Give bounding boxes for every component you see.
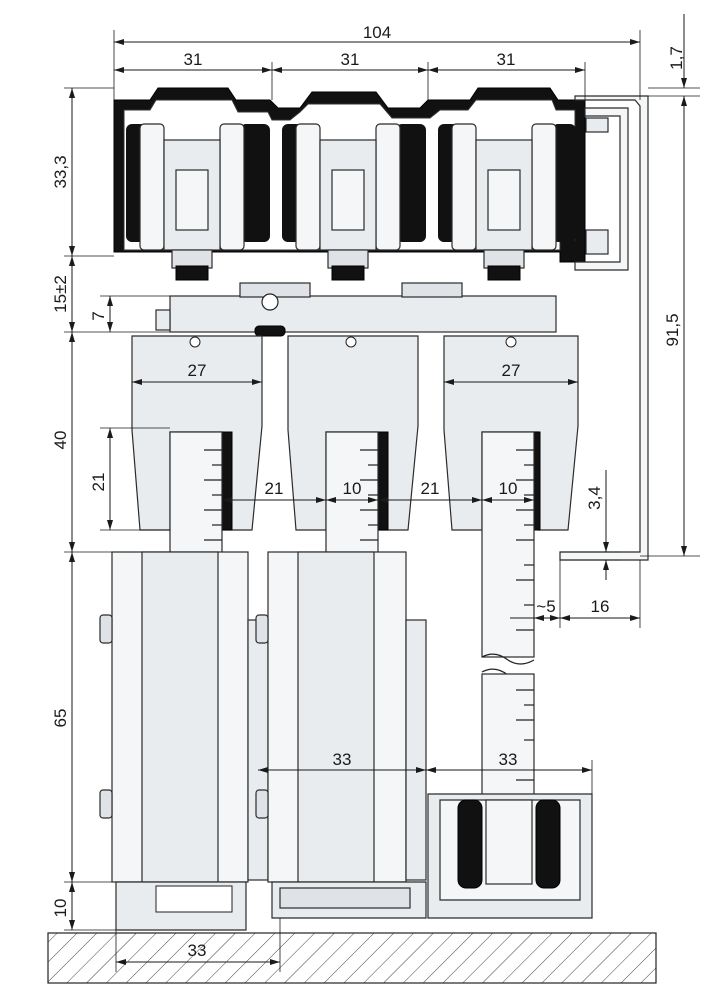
dim-hanger-inner: 21 (89, 473, 108, 492)
dim-module-3: 31 (497, 50, 516, 69)
floor-guide-3 (427, 793, 593, 919)
floor-guide-2 (271, 881, 427, 919)
dim-slot-2: 10 (499, 479, 518, 498)
dim-base-height: 10 (51, 899, 70, 918)
dim-bracket: 7 (89, 311, 108, 320)
door-profile-2 (255, 551, 427, 883)
dim-module-2: 31 (341, 50, 360, 69)
floor-guide-1 (115, 881, 247, 931)
side-profile (559, 95, 649, 561)
floor (47, 932, 657, 984)
dim-door-width-2: 33 (499, 750, 518, 769)
dim-gap: 15±2 (51, 275, 70, 313)
dim-approx-clear: ~5 (536, 597, 555, 616)
door-profile-1 (99, 551, 269, 883)
roller-assembly-2 (295, 123, 401, 281)
dim-spacing-1: 21 (265, 479, 284, 498)
dim-overall-width: 104 (363, 23, 391, 42)
dim-total-height: 91,5 (663, 313, 682, 346)
dim-door-width-1: 33 (333, 750, 352, 769)
dim-guide-width: 16 (591, 597, 610, 616)
dim-guide-height: 3,4 (585, 486, 604, 510)
dim-hanger-width-left: 27 (188, 361, 207, 380)
dim-floor-guide-width: 33 (188, 941, 207, 960)
dim-door-height: 65 (51, 709, 70, 728)
roller-assembly-3 (451, 123, 557, 281)
dim-hanger-height: 40 (51, 431, 70, 450)
dim-track-height: 33,3 (51, 155, 70, 188)
dim-hanger-width-right: 27 (502, 361, 521, 380)
dim-track-offset: 1,7 (667, 46, 686, 70)
dim-module-1: 31 (184, 50, 203, 69)
dim-spacing-2: 21 (421, 479, 440, 498)
roller-assembly-1 (139, 123, 245, 281)
dim-slot-1: 10 (343, 479, 362, 498)
carrier-bar (155, 282, 557, 337)
hanger-3 (443, 335, 579, 531)
